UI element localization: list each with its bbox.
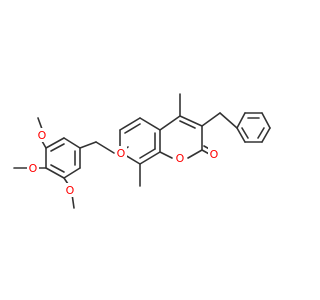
- bond: [201, 112, 221, 127]
- bond: [261, 127, 271, 143]
- bond: [50, 143, 65, 152]
- oxygen-label: O: [29, 162, 38, 175]
- bond: [50, 164, 65, 173]
- bond: [159, 115, 181, 131]
- bond: [179, 115, 203, 127]
- bond: [63, 137, 81, 149]
- bond: [236, 112, 246, 129]
- atom-o-methoxy-top: O: [36, 128, 48, 142]
- bond: [241, 127, 249, 139]
- molecule-drawing: O O O O O O: [13, 93, 271, 209]
- bond: [257, 127, 265, 139]
- atom-o-ring: O: [174, 151, 186, 165]
- bond: [139, 117, 161, 131]
- bond: [139, 151, 161, 165]
- label-background: [174, 151, 186, 165]
- bond: [187, 149, 203, 159]
- bond-layer: [13, 93, 271, 209]
- structure-canvas: O O O O O O: [13, 93, 271, 209]
- oxygen-label: O: [210, 148, 219, 161]
- oxygen-label: O: [176, 152, 185, 165]
- bond: [159, 151, 173, 159]
- bond: [45, 167, 65, 179]
- label-background: [36, 128, 48, 142]
- bond: [179, 120, 196, 129]
- label-background: [208, 147, 220, 161]
- atom-o-methoxy-mid: O: [27, 161, 39, 175]
- label-background: [64, 183, 76, 197]
- bond: [139, 148, 156, 159]
- bond: [45, 137, 65, 149]
- bond: [219, 112, 238, 129]
- bond: [119, 117, 141, 131]
- label-background: [115, 146, 127, 160]
- bond: [124, 123, 141, 134]
- atom-o-carbonyl: O: [208, 147, 220, 161]
- label-background: [27, 161, 39, 175]
- bond: [41, 140, 47, 149]
- bond: [79, 141, 97, 149]
- atom-o-ether: O: [115, 146, 127, 160]
- bond: [37, 117, 43, 130]
- atom-label-layer: O O O O O O: [27, 128, 220, 197]
- bond: [95, 141, 115, 154]
- atom-o-methoxy-bot: O: [64, 183, 76, 197]
- bond: [261, 112, 271, 129]
- oxygen-label: O: [117, 147, 126, 160]
- bond: [63, 167, 81, 179]
- oxygen-label: O: [66, 184, 75, 197]
- oxygen-label: O: [38, 129, 47, 142]
- bond: [236, 127, 246, 143]
